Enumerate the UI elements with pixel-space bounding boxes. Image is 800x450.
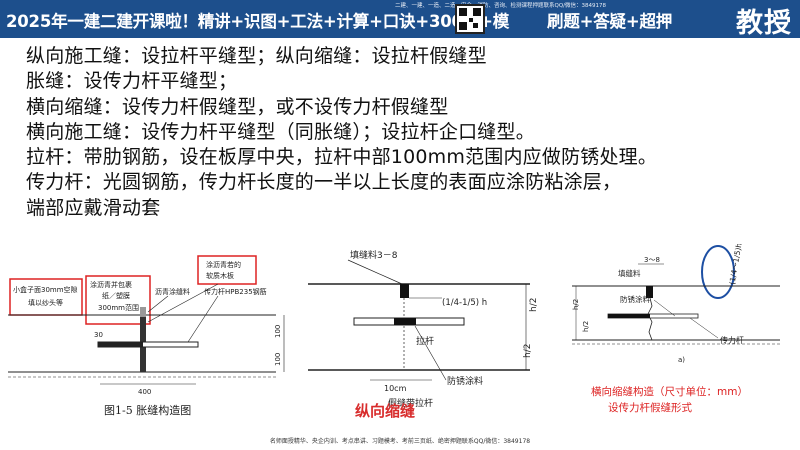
transverse-joint-diagram: 3～8 (1/4～1/5)h 填缝料 防锈涂料 h/2 h/2 传力杆 a) [572, 244, 780, 364]
text-line: 传力杆：光圆钢筋，传力杆长度的一半以上长度的表面应涂防粘涂层， [26, 171, 622, 194]
banner-contact: 二建、一建、一造、二造、安全、消防、咨询、检测课程押题联系QQ/微信：38491… [395, 3, 607, 9]
caption-longitudinal-joint: 纵向缩缝 [355, 402, 416, 420]
svg-text:拉杆: 拉杆 [416, 335, 434, 347]
svg-text:400: 400 [138, 388, 151, 396]
footer-contact: 名师面授精华、央企内训、考点串讲、习题模考、考前三页纸、绝密押题联系QQ/微信：… [269, 438, 531, 445]
svg-text:(1/4-1/5) h: (1/4-1/5) h [442, 298, 487, 308]
text-line: 纵向施工缝：设拉杆平缝型；纵向缩缝：设拉杆假缝型 [26, 45, 487, 67]
svg-text:h/2: h/2 [523, 344, 533, 358]
svg-text:a): a) [678, 356, 685, 364]
svg-text:30: 30 [94, 331, 103, 339]
qr-code-icon [455, 4, 485, 34]
caption-transverse-joint: 横向缩缝构造（尺寸单位：mm） [591, 386, 748, 398]
text-line: 胀缝：设传力杆平缝型； [26, 70, 238, 93]
banner-title: 2025年一建二建开课啦！精讲+识图+工法+计算+口诀+300问+模刷题+答疑+… [6, 12, 673, 31]
svg-text:涂沥青若的: 涂沥青若的 [206, 260, 241, 269]
svg-text:h/2: h/2 [572, 299, 580, 310]
badge-professor: 教授 [736, 8, 792, 39]
svg-text:填缝料3－8: 填缝料3－8 [350, 249, 398, 261]
svg-text:300mm范围: 300mm范围 [98, 303, 139, 312]
svg-text:100: 100 [274, 353, 282, 366]
text-line: 横向缩缝：设传力杆假缝型，或不设传力杆假缝型 [26, 95, 449, 118]
svg-text:沥青涂缝料: 沥青涂缝料 [155, 287, 190, 296]
longitudinal-joint-diagram: 填缝料3－8 (1/4-1/5) h h/2 h/2 拉杆 10cm 防锈涂料 … [308, 249, 539, 409]
svg-text:假缝带拉杆: 假缝带拉杆 [388, 397, 433, 409]
caption-transverse-joint-type: 设传力杆假缝形式 [608, 402, 692, 414]
top-banner: 2025年一建二建开课啦！精讲+识图+工法+计算+口诀+300问+模刷题+答疑+… [0, 0, 800, 39]
svg-text:10cm: 10cm [384, 384, 407, 393]
text-line: 横向施工缝：设传力杆平缝型（同胀缝）；设拉杆企口缝型。 [26, 120, 535, 143]
text-line: 拉杆：带肋钢筋，设在板厚中央，拉杆中部100mm范围内应做防锈处理。 [26, 146, 658, 169]
svg-text:防锈涂料: 防锈涂料 [447, 375, 483, 387]
svg-text:100: 100 [274, 325, 282, 338]
svg-text:小盒子面30mm空隙: 小盒子面30mm空隙 [13, 285, 78, 294]
svg-text:填以纱头等: 填以纱头等 [28, 298, 63, 307]
svg-text:传力杆: 传力杆 [720, 335, 744, 345]
expansion-joint-diagram: 小盒子面30mm空隙 填以纱头等 涂沥青并包裹 纸／塑膜 300mm范围 涂沥青… [8, 255, 285, 396]
svg-text:涂沥青并包裹: 涂沥青并包裹 [90, 280, 132, 289]
svg-text:3～8: 3～8 [644, 256, 660, 264]
svg-text:h/2: h/2 [582, 321, 590, 332]
svg-text:填缝料: 填缝料 [618, 268, 641, 278]
caption-expansion-joint: 图1-5 胀缝构造图 [104, 404, 192, 417]
svg-text:软质木板: 软质木板 [206, 271, 234, 280]
svg-text:防锈涂料: 防锈涂料 [620, 294, 650, 304]
svg-text:h/2: h/2 [529, 298, 539, 312]
svg-text:纸／塑膜: 纸／塑膜 [102, 291, 130, 300]
svg-text:(1/4～1/5)h: (1/4～1/5)h [727, 244, 743, 285]
text-line: 端部应戴滑动套 [26, 196, 161, 219]
content-text: 纵向施工缝：设拉杆平缝型；纵向缩缝：设拉杆假缝型 胀缝：设传力杆平缝型； 横向缩… [26, 44, 657, 221]
svg-text:传力杆HPB235钢筋: 传力杆HPB235钢筋 [204, 287, 267, 296]
